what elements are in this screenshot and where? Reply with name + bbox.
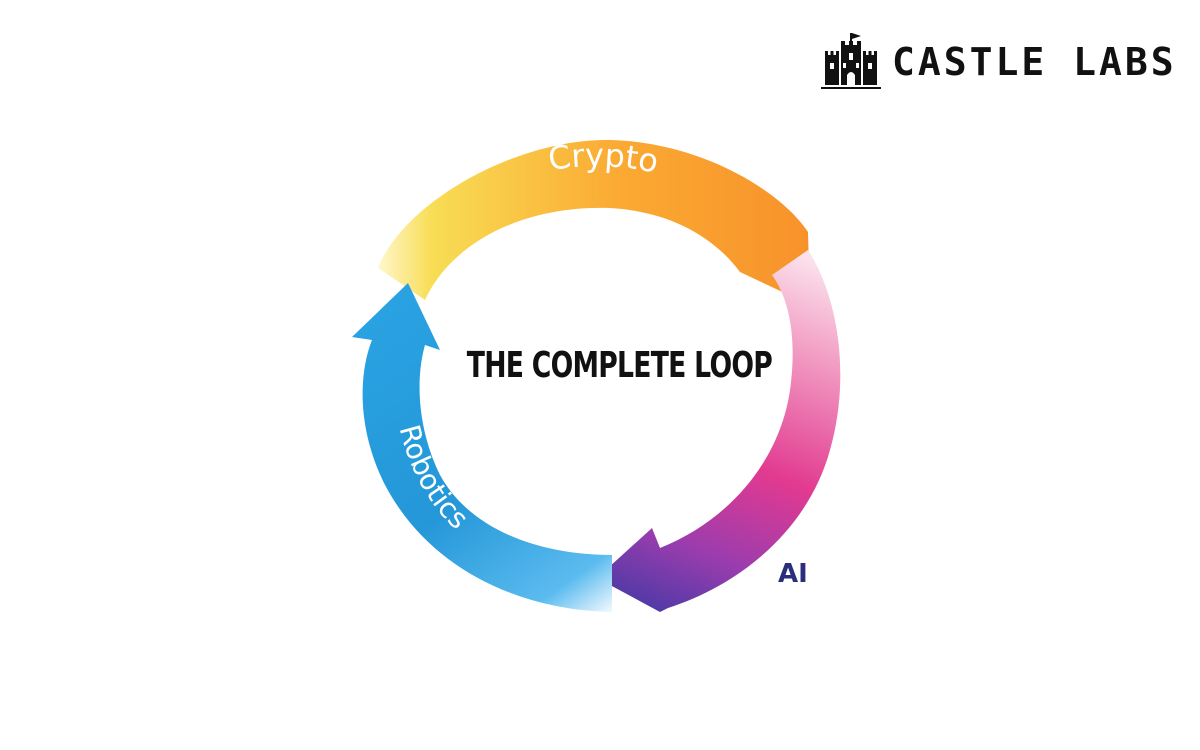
brand-header: CASTLE LABS xyxy=(820,30,1174,94)
ai-label: AI xyxy=(778,559,808,589)
ai-arrow xyxy=(597,250,841,612)
brand-name: CASTLE LABS xyxy=(892,40,1177,84)
crypto-arrow xyxy=(378,139,810,305)
diagram-title: THE COMPLETE LOOP xyxy=(466,345,773,386)
castle-icon xyxy=(821,33,881,89)
crypto-label: Crypto xyxy=(546,136,662,180)
robotics-arrow xyxy=(352,283,612,612)
